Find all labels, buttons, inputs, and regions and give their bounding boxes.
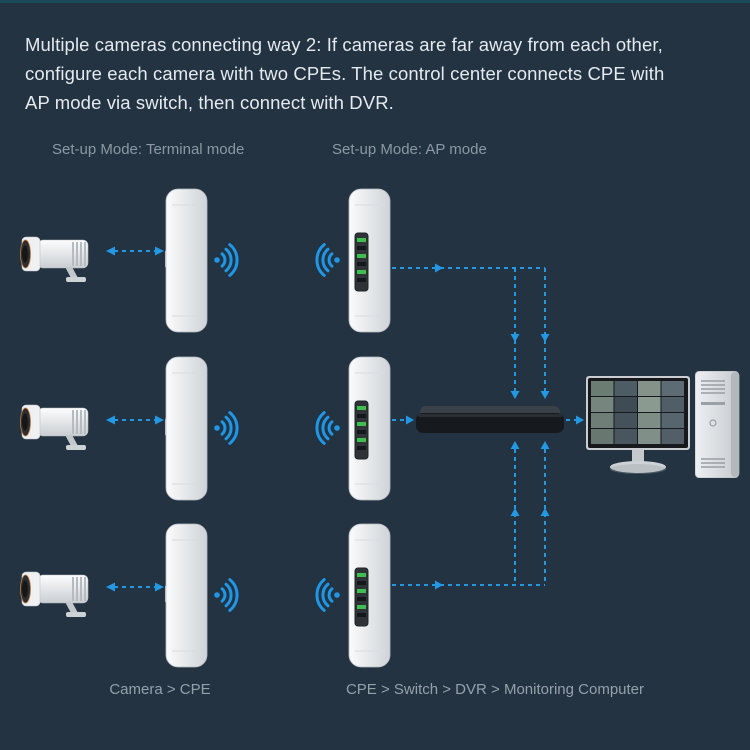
title-line-1: Multiple cameras connecting way 2: If ca…: [25, 34, 663, 55]
right-flow-caption: CPE > Switch > DVR > Monitoring Computer: [345, 681, 645, 698]
top-accent-bar: [0, 0, 750, 3]
wifi-signal-left-icon: [306, 572, 342, 618]
camera-icon: [18, 397, 108, 459]
title-line-2: configure each camera with two CPEs. The…: [25, 63, 665, 84]
network-switch: [416, 404, 564, 436]
camera-icon: [18, 564, 108, 626]
monitoring-computer: [586, 376, 694, 478]
wifi-signal-right-icon: [212, 237, 248, 283]
wifi-signal-left-icon: [306, 405, 342, 451]
cpe-ap-device: [348, 188, 391, 333]
camera-icon: [18, 229, 108, 291]
ap-mode-label: Set-up Mode: AP mode: [332, 141, 487, 158]
wifi-signal-right-icon: [212, 572, 248, 618]
cpe-terminal-device: [165, 523, 208, 668]
terminal-mode-label: Set-up Mode: Terminal mode: [52, 141, 245, 158]
pc-tower: [695, 371, 743, 478]
cpe-terminal-device: [165, 356, 208, 501]
page-title: Multiple cameras connecting way 2: If ca…: [25, 30, 735, 117]
left-flow-caption: Camera > CPE: [109, 681, 211, 698]
camera-feed-grid: [591, 381, 684, 444]
cpe-terminal-device: [165, 188, 208, 333]
wifi-signal-left-icon: [306, 237, 342, 283]
wifi-signal-right-icon: [212, 405, 248, 451]
cpe-ap-device: [348, 356, 391, 501]
cpe-ap-device: [348, 523, 391, 668]
title-line-3: AP mode via switch, then connect with DV…: [25, 92, 394, 113]
